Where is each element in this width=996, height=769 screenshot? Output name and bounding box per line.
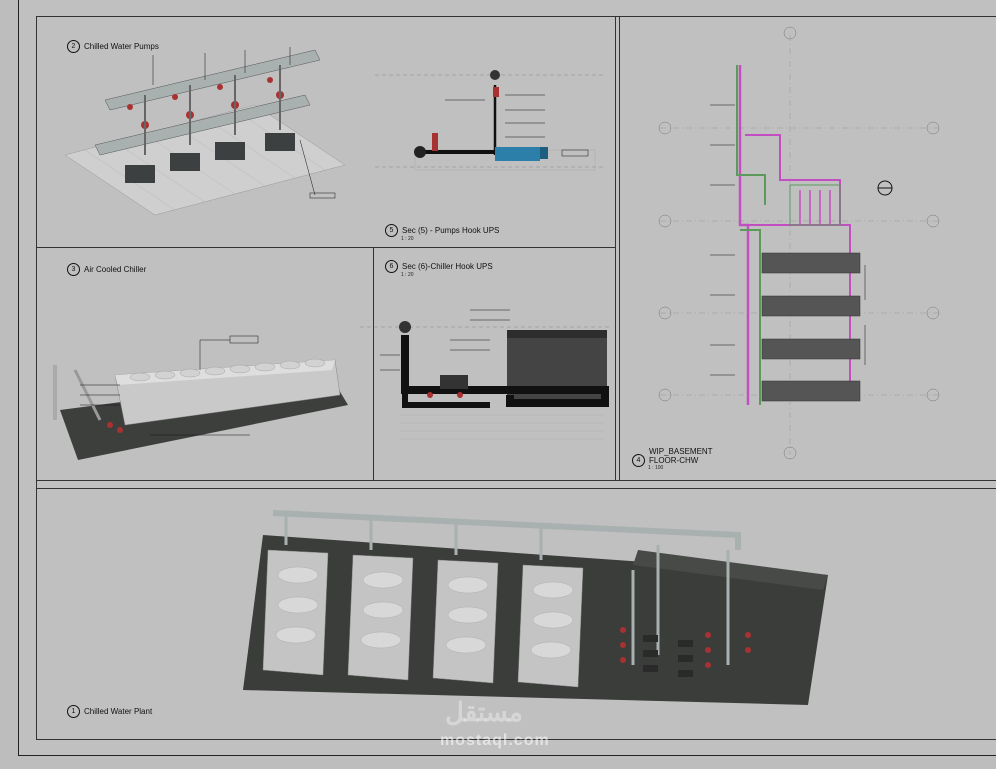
view-number: 6 bbox=[385, 260, 398, 273]
sec5-section-view bbox=[375, 70, 605, 171]
divider-vertical bbox=[615, 17, 616, 480]
view-scale-basement: 1 : 100 bbox=[648, 465, 664, 471]
divider-top-row bbox=[37, 247, 615, 248]
view-number: 5 bbox=[385, 224, 398, 237]
drawing-frame bbox=[36, 16, 996, 740]
view-number: 2 bbox=[67, 40, 80, 53]
view-label: Chilled Water Plant bbox=[84, 707, 153, 716]
divider-mid bbox=[37, 480, 996, 481]
chiller-3d-view bbox=[53, 335, 348, 460]
view-label-line1: WIP_BASEMENT bbox=[649, 447, 713, 456]
view-label: Chilled Water Pumps bbox=[84, 42, 159, 51]
view-number: 4 bbox=[632, 454, 645, 467]
watermark-latin: mostaql.com bbox=[440, 732, 550, 749]
sec6-section-view bbox=[360, 309, 610, 440]
view-label: WIP_BASEMENT FLOOR-CHW bbox=[649, 447, 713, 465]
watermark-arabic: مستقل bbox=[445, 697, 523, 727]
view-title-air-cooled-chiller: 3 Air Cooled Chiller bbox=[67, 263, 146, 276]
view-label: Sec (5) - Pumps Hook UPS bbox=[402, 226, 500, 235]
basement-chw-plan bbox=[658, 26, 940, 460]
view-title-sec5: 5 Sec (5) - Pumps Hook UPS bbox=[385, 224, 499, 237]
divider-vertical-2 bbox=[619, 17, 620, 480]
pumps-3d-view bbox=[64, 47, 346, 216]
view-title-sec6: 6 Sec (6)-Chiller Hook UPS bbox=[385, 260, 493, 273]
plant-3d-view bbox=[243, 510, 828, 705]
view-title-chilled-water-pumps: 2 Chilled Water Pumps bbox=[67, 40, 159, 53]
view-scale-sec5: 1 : 20 bbox=[401, 236, 414, 242]
divider-sec bbox=[373, 247, 374, 480]
view-title-plant: 1 Chilled Water Plant bbox=[67, 705, 152, 718]
view-number: 3 bbox=[67, 263, 80, 276]
view-label: Air Cooled Chiller bbox=[84, 265, 147, 274]
view-scale-sec6: 1 : 20 bbox=[401, 272, 414, 278]
divider-mid-2 bbox=[37, 488, 996, 489]
view-number: 1 bbox=[67, 705, 80, 718]
view-title-basement: 4 WIP_BASEMENT FLOOR-CHW bbox=[632, 447, 713, 467]
view-label: Sec (6)-Chiller Hook UPS bbox=[402, 262, 493, 271]
view-label-line2: FLOOR-CHW bbox=[649, 456, 699, 465]
